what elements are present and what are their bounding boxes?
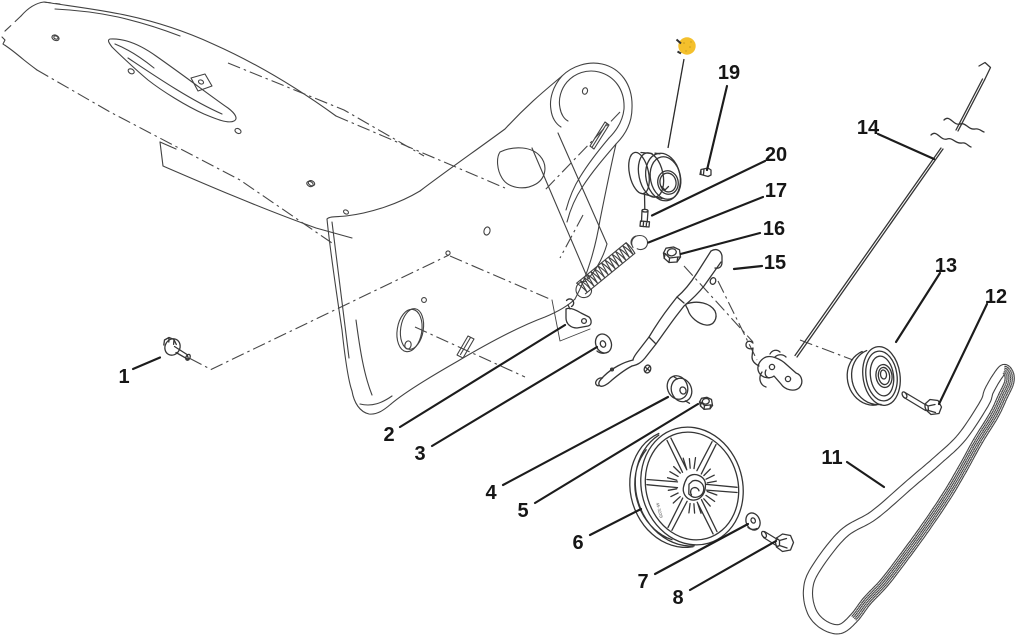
svg-text:1: 1 [118, 366, 129, 388]
svg-text:8: 8 [672, 587, 683, 609]
svg-text:11: 11 [821, 447, 842, 469]
svg-text:3: 3 [414, 443, 425, 465]
svg-text:45-322B: 45-322B [655, 502, 664, 519]
svg-text:5: 5 [517, 500, 528, 522]
svg-text:6: 6 [572, 532, 583, 554]
svg-text:14: 14 [857, 117, 880, 139]
svg-text:17: 17 [765, 180, 787, 202]
svg-text:12: 12 [985, 286, 1007, 308]
svg-text:7: 7 [637, 571, 648, 593]
svg-text:2: 2 [383, 424, 394, 446]
svg-text:15: 15 [764, 252, 786, 274]
svg-text:4: 4 [485, 482, 497, 504]
svg-text:13: 13 [935, 255, 957, 277]
svg-text:20: 20 [765, 144, 787, 166]
svg-text:19: 19 [718, 62, 740, 84]
svg-text:16: 16 [763, 218, 785, 240]
